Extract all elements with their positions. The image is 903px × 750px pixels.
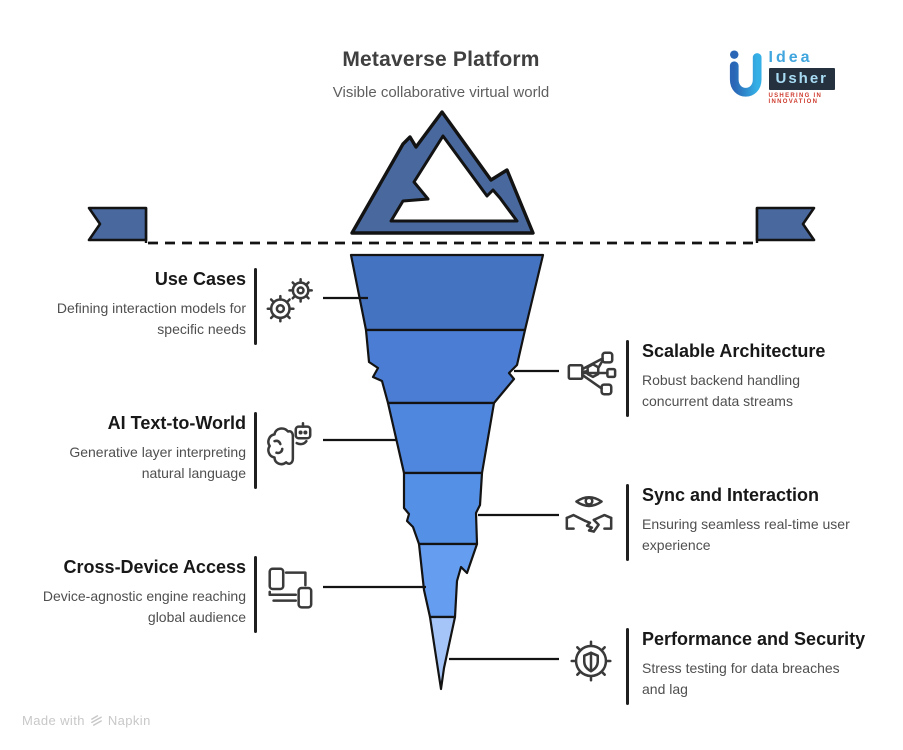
gears-icon: [263, 274, 317, 328]
page-title: Metaverse Platform: [342, 48, 540, 71]
item-sync-and-interaction: Sync and Interaction Ensuring seamless r…: [642, 485, 894, 556]
left-flag-icon: [87, 206, 148, 243]
ai-brain-icon: [262, 418, 316, 472]
watermark-prefix: Made with: [22, 713, 85, 728]
item-desc: Defining interaction models for specific…: [56, 299, 246, 337]
right-flag-icon: [755, 206, 816, 243]
item-cross-device-access: Cross-Device Access Device-agnostic engi…: [16, 557, 246, 628]
funnel-segment-1: [349, 253, 545, 332]
divider-ai-text-to-world: [254, 412, 257, 489]
devices-icon: [262, 562, 316, 616]
funnel-segment-6: [428, 615, 457, 691]
logo-idea-text: Idea: [768, 49, 813, 66]
funnel-segment-3: [386, 401, 496, 475]
item-title: AI Text-to-World: [107, 413, 246, 433]
funnel-segment-2: [364, 328, 527, 405]
mountain-icon: [350, 110, 535, 235]
item-desc: Stress testing for data breaches and lag: [642, 659, 840, 697]
napkin-logo-icon: [90, 715, 102, 726]
item-title: Sync and Interaction: [642, 485, 820, 505]
divider-performance-and-security: [626, 628, 629, 705]
divider-cross-device-access: [254, 556, 257, 633]
item-desc: Robust backend handling concurrent data …: [642, 371, 801, 409]
item-title: Use Cases: [154, 269, 246, 289]
logo-tagline: USHERING IN INNOVATION: [768, 93, 823, 105]
item-desc: Ensuring seamless real-time user experie…: [642, 515, 850, 553]
divider-use-cases: [254, 268, 257, 345]
napkin-watermark: Made with Napkin: [22, 713, 151, 728]
item-desc: Generative layer interpreting natural la…: [69, 443, 246, 481]
item-title: Scalable Architecture: [642, 341, 826, 361]
item-title: Cross-Device Access: [63, 557, 246, 577]
divider-sync-and-interaction: [626, 484, 629, 561]
connector-lines: [323, 296, 559, 661]
funnel-segment-5: [417, 542, 479, 619]
item-scalable-architecture: Scalable Architecture Robust backend han…: [642, 341, 894, 412]
item-ai-text-to-world: AI Text-to-World Generative layer interp…: [16, 413, 246, 484]
page-subtitle: Visible collaborative virtual world: [332, 84, 550, 101]
watermark-brand: Napkin: [107, 713, 151, 728]
item-desc: Device-agnostic engine reaching global a…: [42, 587, 246, 625]
divider-scalable-architecture: [626, 340, 629, 417]
funnel: [349, 253, 545, 691]
funnel-segment-4: [402, 471, 484, 546]
item-performance-and-security: Performance and Security Stress testing …: [642, 629, 894, 700]
logo-u-icon: [729, 50, 762, 97]
shield-gear-icon: [564, 634, 618, 688]
item-use-cases: Use Cases Defining interaction models fo…: [16, 269, 246, 340]
logo-usher-text: Usher: [768, 68, 836, 90]
item-title: Performance and Security: [642, 629, 866, 649]
eye-handshake-icon: [562, 490, 616, 544]
idea-usher-logo: Idea Usher USHERING IN INNOVATION: [726, 44, 866, 106]
network-icon: [564, 346, 618, 400]
